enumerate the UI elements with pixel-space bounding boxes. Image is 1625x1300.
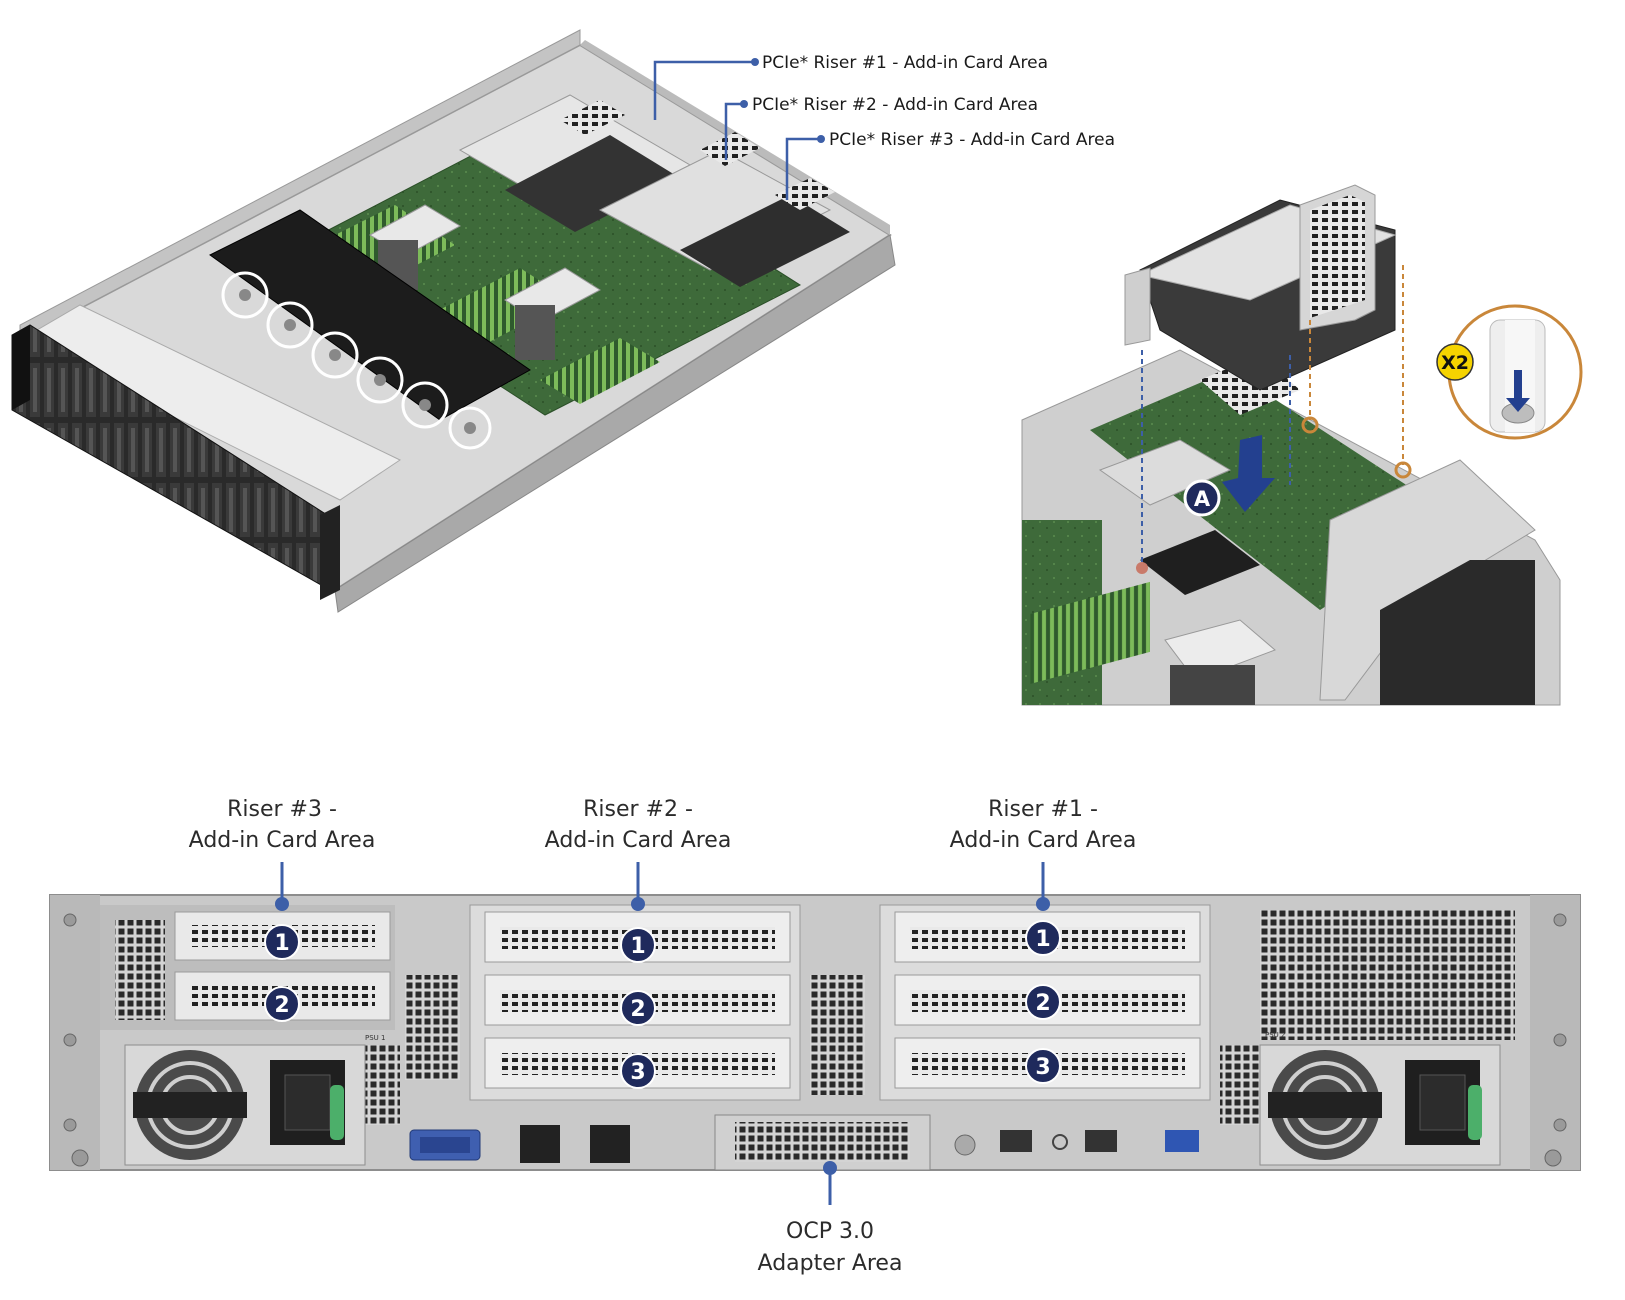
ocp-label-line2: Adapter Area [758,1251,903,1276]
server-isometric-view [11,29,896,613]
rear-callout-riser-1: Riser #1 - Add-in Card Area [950,797,1137,911]
quantity-label: X2 [1441,352,1469,374]
rear-riser-2-line1: Riser #2 - [583,797,693,822]
rear-callout-riser-2: Riser #2 - Add-in Card Area [545,797,732,911]
slot-badge-icon [264,924,300,960]
riser-3-slot-2: 2 [274,993,289,1018]
callout-riser-2: PCIe* Riser #2 - Add-in Card Area [724,95,1038,160]
riser-1-slot-1: 1 [1035,927,1050,952]
riser-3-slot-1: 1 [274,931,289,956]
callout-riser-1-label: PCIe* Riser #1 - Add-in Card Area [762,53,1048,73]
rear-riser-2-line2: Add-in Card Area [545,828,732,853]
rear-riser-3-line2: Add-in Card Area [189,828,376,853]
rear-callout-ocp: OCP 3.0 Adapter Area [758,1161,903,1276]
slot-badge-icon [1025,1048,1061,1084]
riser-1-slot-2: 2 [1035,991,1050,1016]
slot-badge-icon [1025,920,1061,956]
riser-2-slot-3: 3 [630,1060,645,1085]
step-a-label: A [1194,487,1211,511]
riser-1-slot-badges: 1 2 3 [1025,920,1061,1084]
slot-badge-icon [620,990,656,1026]
quantity-badge-icon [1436,343,1474,381]
rear-riser-1-line2: Add-in Card Area [950,828,1137,853]
riser-1-slot-3: 3 [1035,1055,1050,1080]
riser-2-slot-badges: 1 2 3 [620,927,656,1089]
psu2-label: PSU 2 [1265,1031,1285,1039]
riser-3-slot-badges: 1 2 [264,924,300,1022]
callout-riser-3-label: PCIe* Riser #3 - Add-in Card Area [829,130,1115,150]
rear-riser-3-line1: Riser #3 - [227,797,337,822]
psu1-label: PSU 1 [365,1034,385,1042]
callout-riser-1: PCIe* Riser #1 - Add-in Card Area [653,53,1048,120]
rear-callout-riser-3: Riser #3 - Add-in Card Area [189,797,376,911]
slot-badge-icon [620,1053,656,1089]
riser-2-slot-1: 1 [630,934,645,959]
ocp-label-line1: OCP 3.0 [786,1219,874,1244]
rear-panel-view: PSU 1 PSU 2 [49,894,1581,1171]
step-a-badge-icon [1183,479,1221,517]
rear-riser-1-line1: Riser #1 - [988,797,1098,822]
riser-install-view: A X2 [1021,184,1583,706]
callout-riser-3: PCIe* Riser #3 - Add-in Card Area [785,130,1115,200]
slot-badge-icon [264,986,300,1022]
riser-2-slot-2: 2 [630,997,645,1022]
slot-badge-icon [620,927,656,963]
callout-riser-2-label: PCIe* Riser #2 - Add-in Card Area [752,95,1038,115]
slot-badge-icon [1025,984,1061,1020]
